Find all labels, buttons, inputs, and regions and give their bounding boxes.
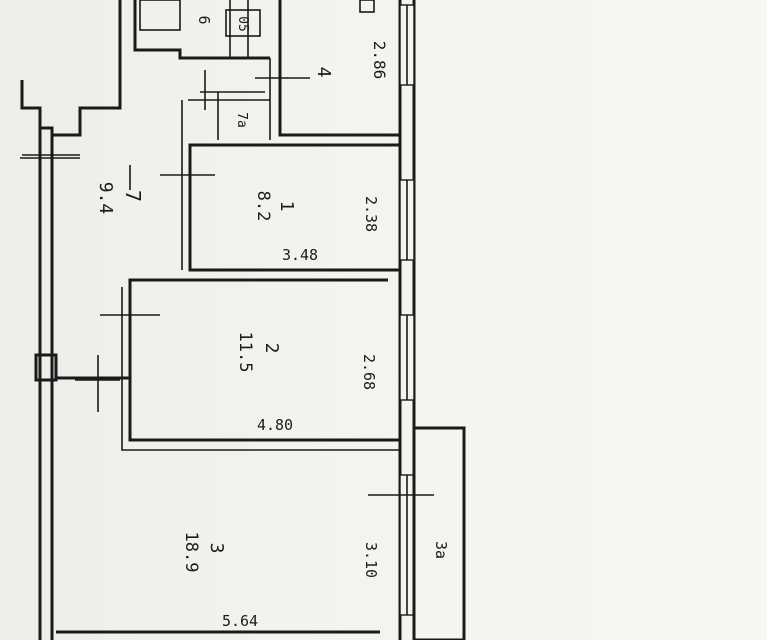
room-2-number: 2 bbox=[261, 343, 282, 354]
room-2-area: 11.5 bbox=[235, 332, 255, 373]
interior-walls bbox=[56, 0, 400, 451]
corner-mark bbox=[359, 0, 375, 13]
room-1-dim-a: 2.38 bbox=[362, 196, 380, 232]
bathtub bbox=[139, 0, 181, 31]
balcony-outline bbox=[412, 426, 466, 640]
room-2-dim-a: 2.68 bbox=[360, 354, 378, 390]
room-1-number: 1 bbox=[276, 201, 297, 212]
room-6-number: 6 bbox=[195, 15, 213, 24]
column-block bbox=[34, 353, 58, 382]
exterior-wall bbox=[398, 0, 416, 640]
left-wall bbox=[20, 0, 270, 640]
room-2-dim-b: 4.80 bbox=[257, 416, 293, 434]
room-3-area: 18.9 bbox=[181, 532, 201, 573]
room-3-dim-a: 3.10 bbox=[362, 542, 380, 578]
room-1-dim-b: 3.48 bbox=[282, 246, 318, 264]
room-1-area: 8.2 bbox=[253, 191, 273, 222]
balcony-3a-number: 3a bbox=[432, 541, 450, 559]
room-3-number: 3 bbox=[206, 543, 227, 554]
fixture-box bbox=[225, 9, 261, 37]
room-3-dim-b: 5.64 bbox=[222, 612, 258, 630]
fixture-label: 05 bbox=[235, 16, 250, 32]
room-7a-number: 7a bbox=[234, 112, 249, 128]
room-7-area: 9.4 bbox=[95, 182, 116, 215]
room-4-dimension: 2.86 bbox=[370, 41, 389, 80]
room-7-number: 7 bbox=[121, 190, 145, 202]
door-marks bbox=[20, 157, 215, 412]
room-4-number: 4 bbox=[313, 67, 334, 78]
